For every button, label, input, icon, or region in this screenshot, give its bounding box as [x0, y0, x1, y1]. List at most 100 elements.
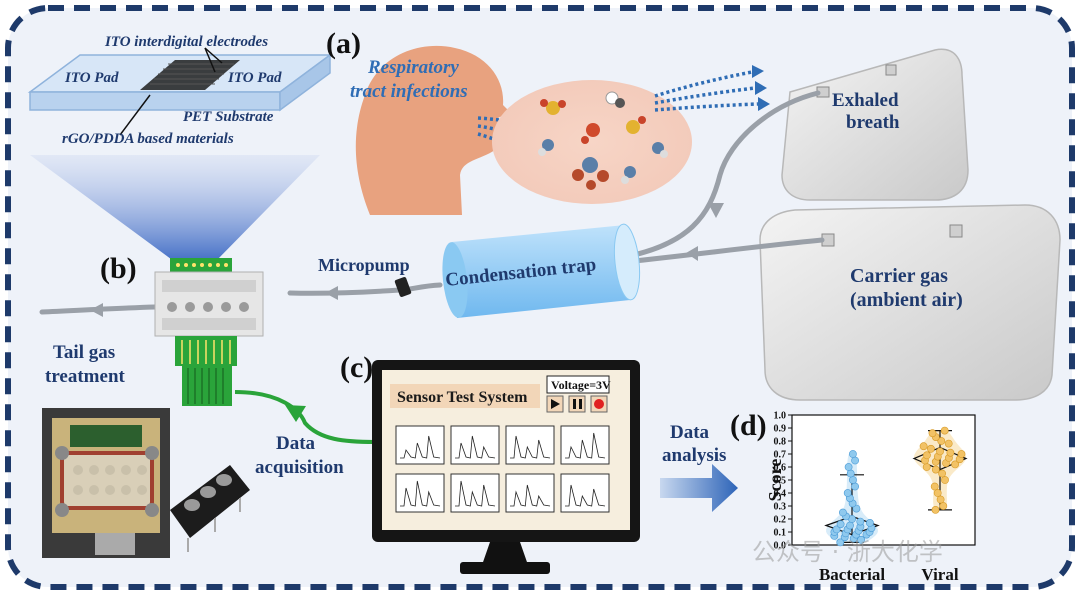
data-point: [923, 451, 931, 460]
carrier-line2: (ambient air): [850, 289, 963, 311]
sensor-plot-curve: [510, 435, 551, 459]
play-icon: [551, 399, 560, 409]
x-tick-label: Viral: [921, 565, 958, 584]
sensor-plot-curve: [565, 484, 606, 507]
pause-button[interactable]: [568, 395, 586, 413]
voltage-label: Voltage=3V: [551, 378, 611, 392]
data-point: [843, 489, 852, 497]
y-tick-label: 0.2: [774, 515, 787, 526]
head-silhouette: [355, 45, 510, 215]
data-point: [938, 469, 946, 478]
y-tick-label: 0.1: [774, 528, 787, 539]
data-point: [944, 439, 953, 448]
micropump-device: [394, 277, 412, 297]
sensor-chip-photo: [170, 465, 250, 552]
tailgas-line2: treatment: [45, 366, 126, 387]
data-point: [928, 429, 937, 438]
data-point: [941, 476, 949, 484]
pause-icon: [573, 399, 582, 409]
data-point: [849, 450, 857, 458]
y-tick-label: 1.0: [774, 411, 787, 422]
data-point: [930, 482, 939, 491]
y-tick-label: 0.3: [774, 502, 787, 513]
y-tick-label: 0.7: [774, 450, 787, 461]
y-axis-label: Score: [765, 459, 785, 502]
respiratory-line1: Respiratory: [367, 57, 459, 78]
tailgas-line1: Tail gas: [53, 342, 115, 363]
watermark: 公众号 · 浙大化学: [752, 538, 943, 566]
respiratory-line2: tract infections: [350, 81, 468, 102]
panel-label-d: (d): [730, 409, 767, 442]
voltage-box: [546, 375, 610, 394]
sensor-plot-curve: [455, 480, 496, 507]
data-point: [919, 442, 928, 451]
analysis-line2: analysis: [662, 445, 726, 466]
sensor-plot-curve: [400, 435, 441, 459]
acquisition-arrow: [234, 390, 376, 444]
x-tick-label: Bacterial: [819, 565, 885, 584]
acquisition-arrowhead: [285, 405, 306, 422]
data-point: [849, 476, 857, 484]
panel-label-b: (b): [100, 252, 137, 285]
data-point: [937, 437, 946, 445]
record-icon: [594, 399, 604, 409]
carrier-line1: Carrier gas: [850, 265, 948, 287]
y-tick-label: 0.8: [774, 437, 787, 448]
sensor-plot-curve: [565, 432, 606, 459]
sensor-plot-curve: [510, 484, 551, 507]
condensation-trap: [442, 223, 641, 318]
zoom-beam: [30, 155, 320, 262]
label-pad-right: ITO Pad: [227, 70, 282, 86]
data-point: [846, 521, 854, 530]
data-point: [852, 504, 861, 513]
sensor-plot-curve: [455, 435, 496, 459]
sensor-plots-grid: [395, 425, 610, 513]
y-tick-label: 0.6: [774, 463, 787, 474]
sensor-array-chamber: [154, 258, 264, 406]
data-point: [927, 444, 935, 453]
data-point: [951, 460, 959, 469]
label-pad-left: ITO Pad: [64, 70, 119, 86]
molecules: [538, 91, 668, 190]
carrier-gas-bag: [759, 204, 1061, 401]
breath-arrows-right: [654, 70, 759, 112]
data-point: [832, 525, 841, 534]
sensor-plot-curve: [400, 480, 441, 507]
acquisition-line2: acquisition: [255, 457, 344, 478]
data-point: [936, 447, 944, 456]
monitor-title: Sensor Test System: [397, 389, 528, 406]
data-point: [931, 465, 940, 474]
analysis-arrow: [660, 464, 738, 512]
data-point: [922, 463, 931, 471]
data-point: [846, 469, 855, 478]
data-point: [857, 535, 865, 544]
label-electrodes: ITO interdigital electrodes: [104, 34, 268, 50]
data-point: [957, 450, 966, 458]
exhaled-breath-bag: [781, 48, 969, 201]
gas-tubing: [39, 90, 825, 315]
data-point: [839, 508, 847, 517]
violin-chart: 0.00.10.20.30.40.50.60.70.80.91.0ScoreBa…: [765, 411, 976, 584]
analysis-line1: Data: [670, 422, 710, 443]
data-point: [946, 448, 955, 457]
device-photo: [42, 408, 170, 558]
monitor-title-box: [390, 384, 540, 408]
y-tick-label: 0.4: [774, 489, 787, 500]
data-point: [836, 520, 845, 529]
sensor-chip-illustration: [27, 47, 333, 136]
data-point: [939, 502, 948, 510]
data-point: [844, 463, 853, 471]
data-point: [836, 538, 845, 547]
exhaled-line1: Exhaled: [832, 90, 899, 111]
label-materials: rGO/PDDA based materials: [62, 131, 234, 147]
data-point: [940, 426, 949, 435]
y-tick-label: 0.9: [774, 424, 787, 435]
label-substrate: PET Substrate: [183, 109, 274, 125]
data-point: [933, 489, 942, 497]
panel-label-c: (c): [340, 351, 373, 384]
acquisition-line1: Data: [276, 433, 316, 454]
data-point: [866, 519, 874, 527]
data-point: [851, 456, 859, 465]
panel-label-a: (a): [326, 27, 361, 60]
